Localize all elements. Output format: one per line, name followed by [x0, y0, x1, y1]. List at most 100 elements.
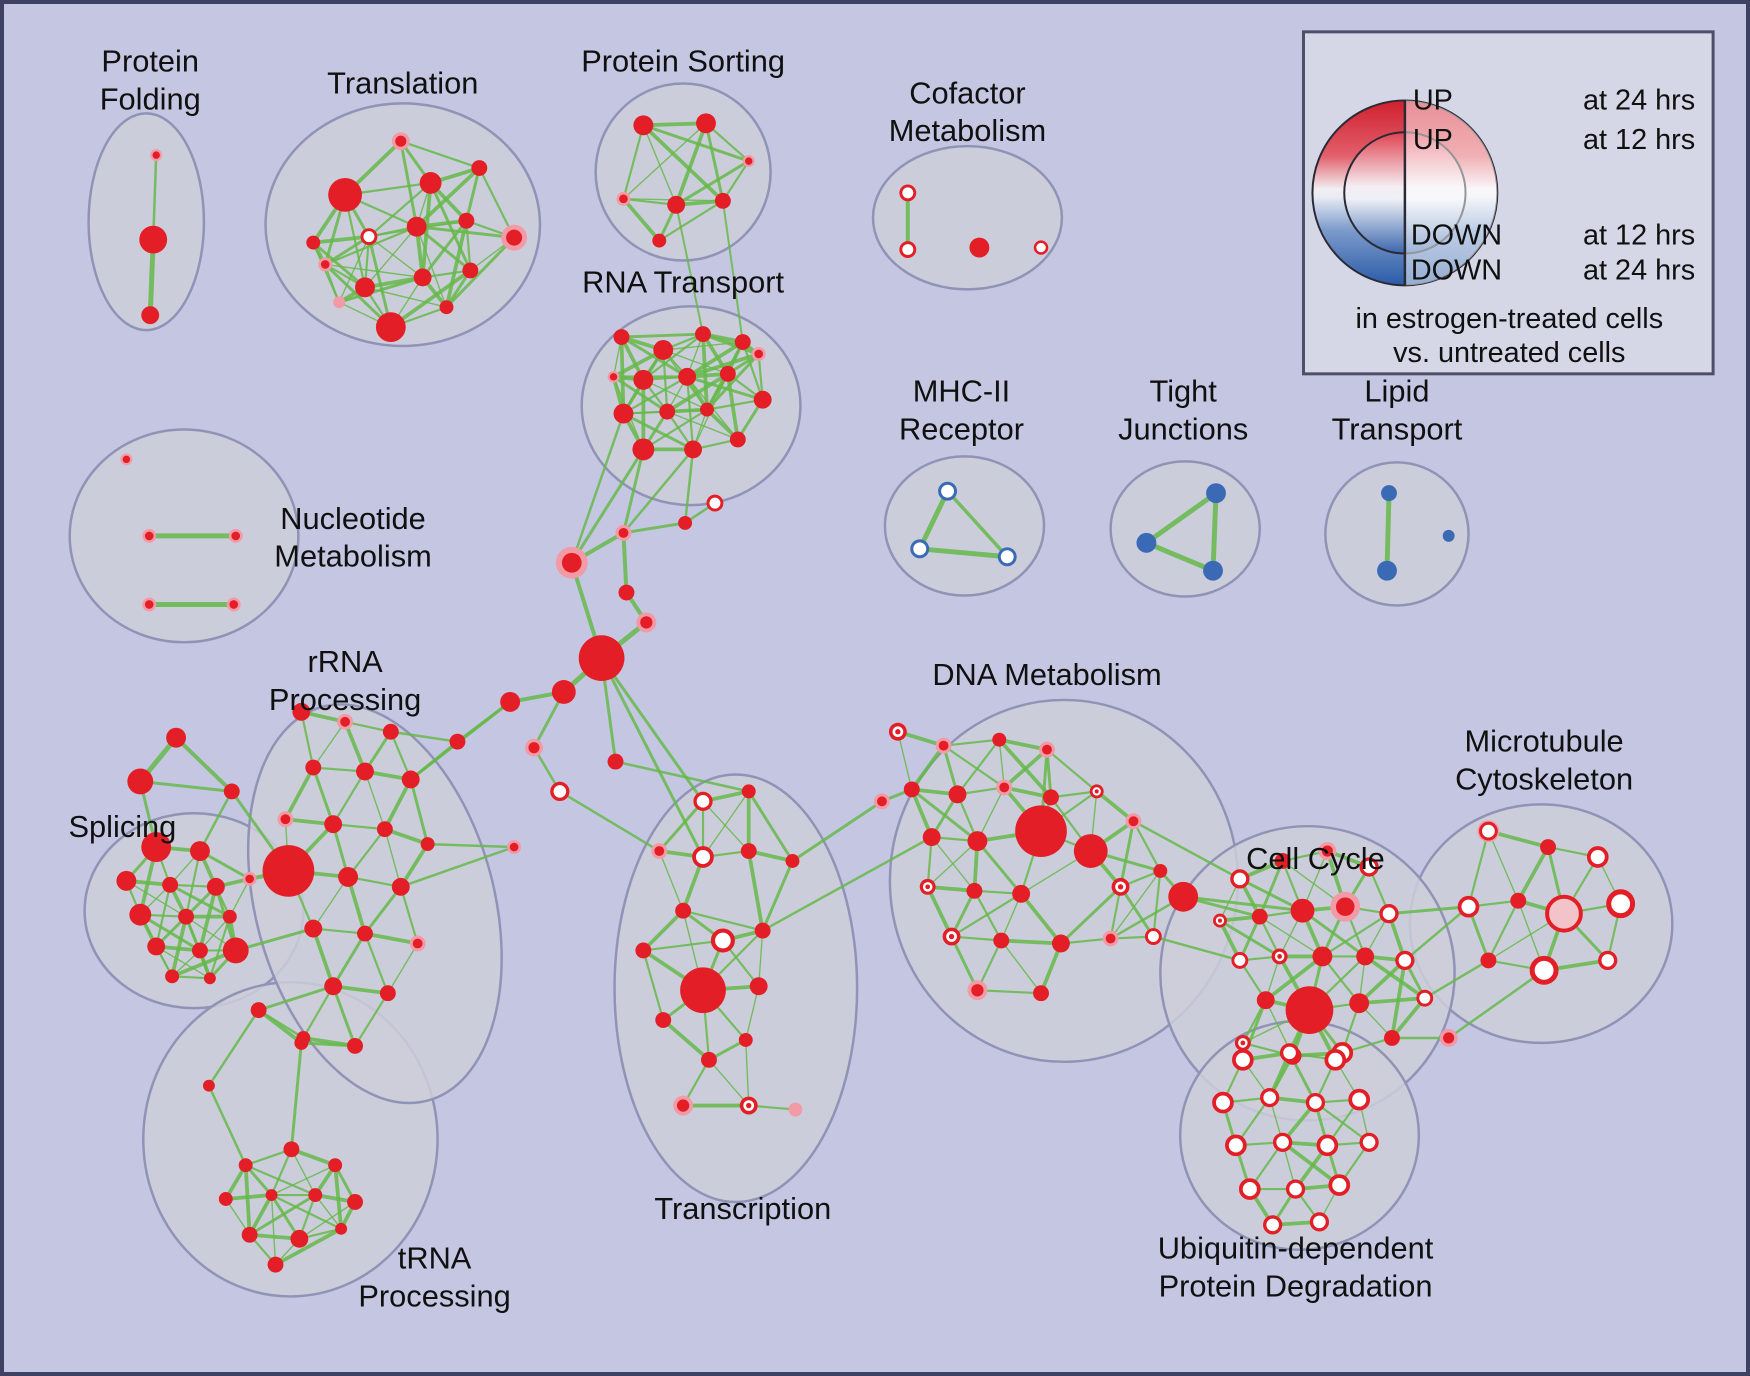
edge [942, 738, 1001, 747]
edge [641, 121, 708, 128]
edge [409, 777, 430, 846]
node [667, 195, 686, 214]
edge [1210, 490, 1219, 574]
edge [1516, 845, 1550, 903]
node [1033, 985, 1049, 1002]
node [1260, 1087, 1280, 1108]
node [1274, 853, 1291, 869]
edge [704, 121, 725, 203]
edge [1357, 996, 1427, 1006]
edge [945, 489, 1009, 559]
edge [642, 332, 705, 381]
node [222, 909, 237, 924]
edge [1119, 885, 1155, 939]
edge [257, 984, 335, 1012]
edge [364, 226, 418, 289]
node [347, 1194, 363, 1210]
cluster-label-sp: Splicing [68, 809, 176, 844]
node [391, 877, 410, 896]
edge [198, 790, 234, 853]
edge [641, 123, 725, 203]
node [1279, 1043, 1300, 1063]
node [420, 837, 435, 852]
edge [1132, 820, 1162, 873]
node [165, 969, 180, 984]
legend-right-half-overlay [1404, 100, 1498, 286]
edge [790, 799, 884, 863]
node [1042, 744, 1052, 755]
edge [685, 352, 761, 379]
edge [1019, 891, 1063, 946]
edge [1467, 830, 1490, 908]
edge [270, 1164, 336, 1196]
node [1324, 1048, 1347, 1071]
node [1336, 897, 1355, 916]
edge [702, 800, 750, 852]
node [695, 326, 711, 343]
edge [925, 884, 954, 939]
node [1153, 863, 1168, 878]
node [1012, 884, 1031, 903]
edge [244, 1148, 293, 1167]
edge [331, 984, 357, 1048]
node [328, 177, 362, 212]
edge [337, 275, 425, 304]
node [1349, 993, 1370, 1014]
node [1359, 857, 1379, 877]
edge [747, 789, 794, 863]
node [141, 832, 172, 862]
legend-time-24b: at 24 hrs [1583, 254, 1695, 286]
node [222, 937, 249, 964]
legend-dir-up-24: UP [1413, 84, 1453, 116]
cluster-label-tr: Translation [327, 65, 478, 100]
node [116, 870, 137, 891]
node [1251, 908, 1268, 925]
edge [761, 859, 794, 933]
node [738, 1032, 753, 1047]
node [1232, 1048, 1254, 1071]
edge [421, 219, 468, 279]
node [382, 723, 399, 740]
node [676, 1099, 690, 1112]
node [655, 1012, 672, 1029]
edge [399, 139, 419, 229]
edge [300, 710, 315, 769]
edge [600, 656, 705, 803]
legend-dir-up-12: UP [1413, 124, 1453, 156]
edge [364, 770, 386, 830]
edge [745, 985, 760, 1041]
node [1479, 821, 1498, 841]
node [147, 937, 166, 956]
edge [298, 1201, 356, 1240]
node [357, 925, 373, 942]
node [376, 821, 393, 838]
edge [658, 199, 724, 242]
edge [1152, 935, 1242, 962]
node [910, 539, 930, 559]
edge [1403, 905, 1470, 962]
edge [950, 892, 1023, 938]
cluster-label-dna: DNA Metabolism [932, 657, 1161, 692]
edge [642, 939, 724, 952]
edge [363, 931, 420, 946]
node [355, 277, 375, 298]
edge [389, 730, 459, 743]
node [1381, 485, 1397, 502]
node [578, 635, 625, 682]
edge [600, 656, 705, 859]
node [1277, 954, 1283, 959]
edge [420, 181, 433, 280]
legend-caption-line1: in estrogen-treated cells [1355, 303, 1663, 335]
edge [614, 760, 750, 793]
legend-time-24a: at 24 hrs [1583, 84, 1695, 116]
edge [208, 915, 231, 980]
node [696, 113, 716, 134]
edge [257, 1008, 305, 1040]
edge [198, 884, 218, 953]
node [1238, 1178, 1261, 1200]
node [458, 212, 475, 229]
